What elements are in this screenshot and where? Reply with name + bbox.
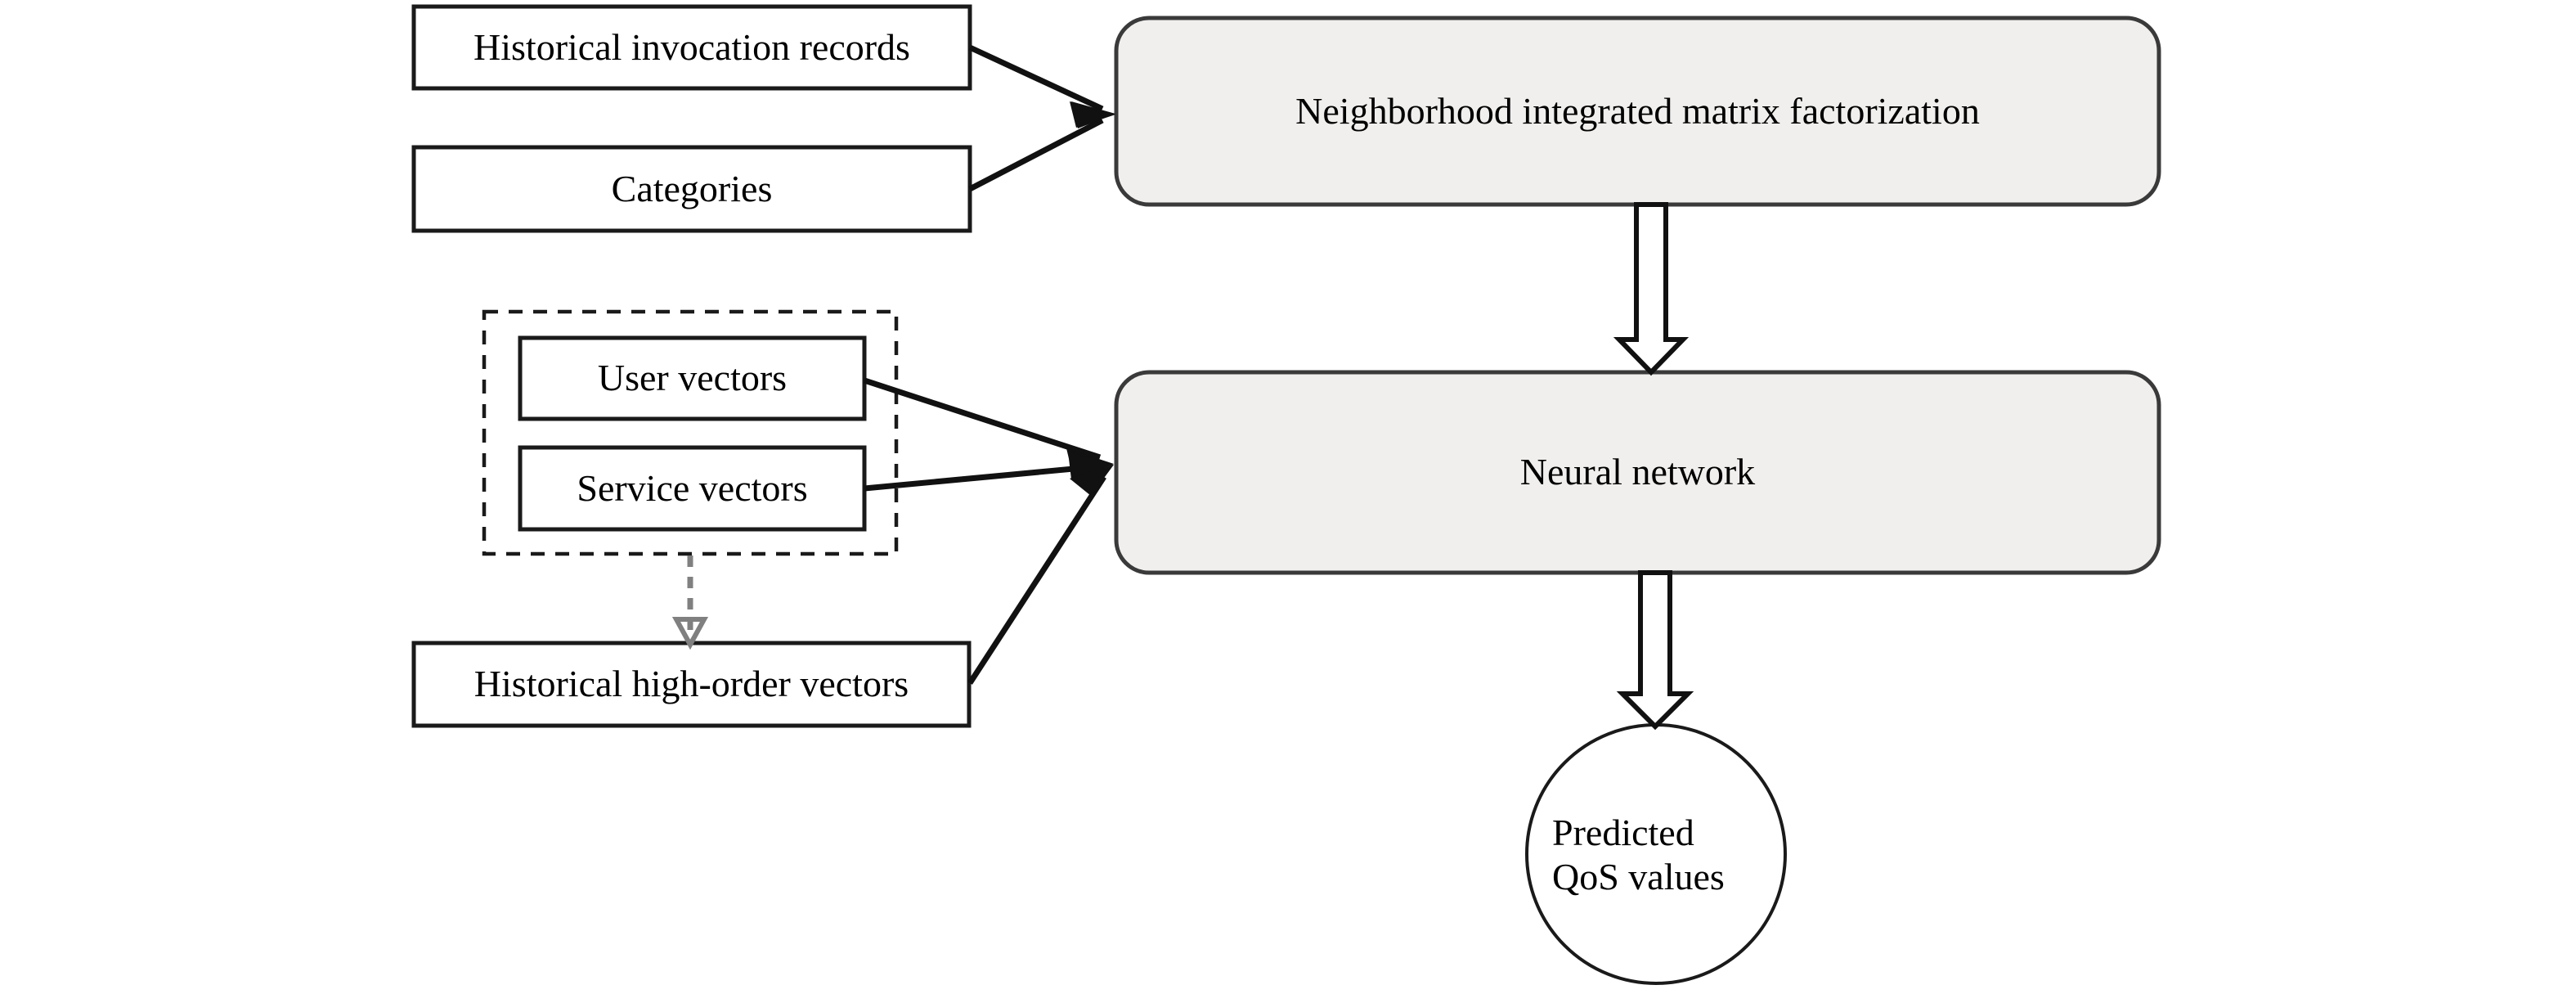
edge-categories-to-nimf — [968, 101, 1115, 192]
node-predicted-qos-values[interactable] — [1525, 723, 1787, 985]
edge-group-to-high-order — [671, 555, 709, 650]
group-vectors-dashed-box — [482, 309, 899, 556]
node-historical-high-order-vectors[interactable] — [411, 641, 972, 728]
node-user-vectors[interactable] — [518, 335, 867, 421]
edge-service-vectors-to-nn — [864, 452, 1114, 492]
node-neighborhood-integrated-matrix-factorization[interactable] — [1114, 16, 2161, 207]
node-historical-invocation-records[interactable] — [411, 4, 972, 91]
edge-nimf-to-nn — [1613, 202, 1690, 376]
node-categories[interactable] — [411, 145, 972, 233]
node-neural-network[interactable] — [1114, 370, 2161, 575]
edge-high-order-to-nn — [967, 465, 1114, 685]
edge-nn-to-qos — [1616, 570, 1694, 731]
node-service-vectors[interactable] — [518, 445, 867, 532]
